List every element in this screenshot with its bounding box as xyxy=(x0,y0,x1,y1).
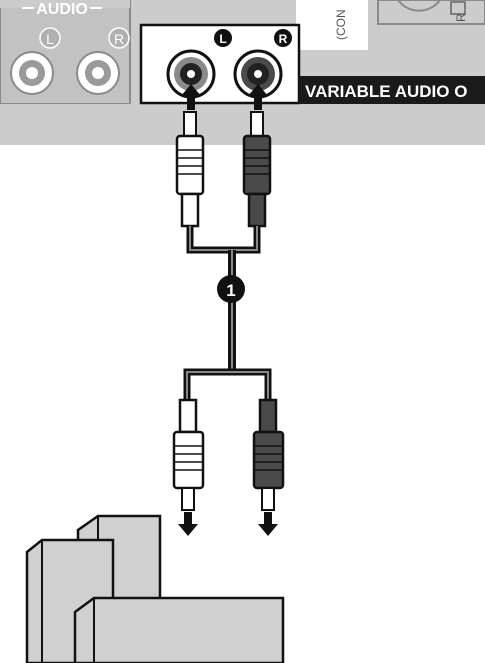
variable-audio-label: VARIABLE AUDIO O xyxy=(305,82,467,101)
right-marker-badge xyxy=(274,29,292,47)
step-number: 1 xyxy=(226,281,235,300)
component-port-area xyxy=(377,0,485,25)
rca-plug-red-top-icon xyxy=(242,111,272,228)
audio-right-jack-icon xyxy=(76,51,120,95)
component-port-icon xyxy=(397,0,441,12)
arrow-down-left-icon xyxy=(178,512,198,536)
rca-plug-white-top-icon xyxy=(175,111,205,228)
audio-left-jack-icon xyxy=(10,51,54,95)
arrow-up-right-icon xyxy=(248,84,268,110)
rca-plug-white-bottom-icon xyxy=(172,398,205,511)
right-label-badge xyxy=(108,27,130,49)
component-r-label: R xyxy=(454,13,468,22)
arrow-up-left-icon xyxy=(181,84,201,110)
variable-left-jack-icon xyxy=(166,49,216,99)
left-label: L xyxy=(46,31,54,47)
left-marker: L xyxy=(219,32,226,46)
variable-audio-out-box: L R VARIABLE AUDIO O xyxy=(139,23,485,105)
step-number-badge xyxy=(217,275,245,303)
right-label: R xyxy=(114,31,124,47)
left-marker-badge xyxy=(214,29,232,47)
left-label-badge xyxy=(39,27,61,49)
right-marker: R xyxy=(279,32,288,46)
audio-section-label: AUDIO xyxy=(36,1,88,18)
arrow-down-right-icon xyxy=(258,512,278,536)
component-section xyxy=(296,0,368,50)
audio-device-icon xyxy=(25,514,285,663)
rca-plug-red-bottom-icon xyxy=(252,398,285,511)
audio-cable xyxy=(183,226,272,400)
component-label: (CON xyxy=(334,9,348,40)
variable-audio-label-bar xyxy=(299,76,485,104)
